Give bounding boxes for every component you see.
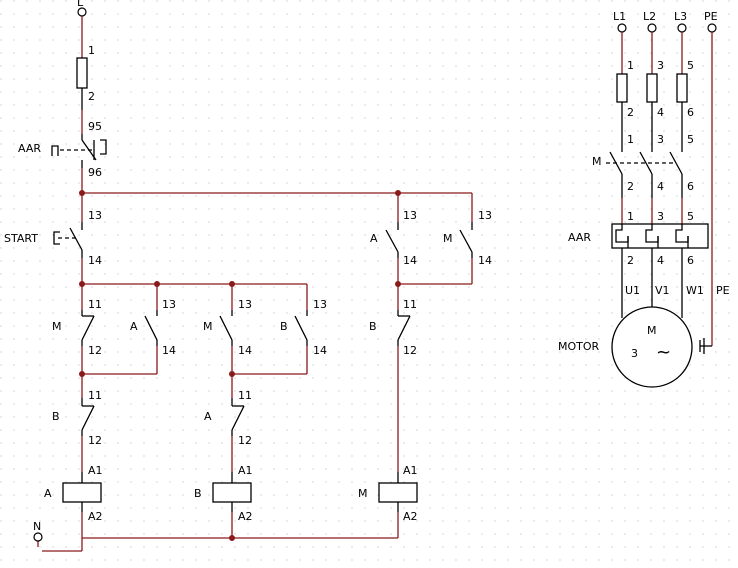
motor-terminal-u1: U1 [625, 284, 640, 297]
coil-a-pin-a1: A1 [88, 464, 103, 477]
branch2-m-pin-14: 14 [238, 344, 252, 357]
terminal-pe [707, 23, 717, 33]
branch1-b-pin-12: 12 [88, 434, 102, 447]
fuse-top-pin-1: 1 [627, 59, 634, 72]
branch2-b-label: B [280, 320, 288, 333]
power-fuse-3 [676, 73, 688, 103]
branch1-m-pin-11: 11 [88, 298, 102, 311]
coil-m-label: M [358, 487, 368, 500]
fuse-top-pin-3: 3 [657, 59, 664, 72]
branch2-b-pin-14: 14 [313, 344, 327, 357]
branch1-b-label: B [52, 410, 60, 423]
power-circuit: L1 L2 L3 PE 1 3 5 2 4 6 1 3 5 M [558, 10, 730, 388]
coil-b-pin-a1: A1 [238, 464, 253, 477]
relay-top-pin-1: 1 [627, 210, 634, 223]
fuse-pin-2: 2 [88, 90, 95, 103]
branch1-m-pin-12: 12 [88, 344, 102, 357]
relay-bottom-pin-6: 6 [687, 254, 694, 267]
a-contact-pin-14: 14 [403, 254, 417, 267]
coil-m-pin-a1: A1 [403, 464, 418, 477]
motor-label: MOTOR [558, 340, 600, 353]
motor-terminal-v1: V1 [655, 284, 670, 297]
branch2-m-label: M [203, 320, 213, 333]
overload-pin-95: 95 [88, 120, 102, 133]
motor-ac-symbol: ~ [656, 342, 671, 363]
pe-ground-label: PE [716, 284, 730, 297]
coil-a-pin-a2: A2 [88, 510, 103, 523]
terminal-l [77, 7, 87, 17]
power-fuse-2 [646, 73, 658, 103]
phase-pe-label: PE [704, 10, 718, 23]
relay-label: AAR [568, 231, 591, 244]
relay-bottom-pin-4: 4 [657, 254, 664, 267]
contactor-bottom-pin-4: 4 [657, 180, 664, 193]
branch3-b-pin-12: 12 [403, 344, 417, 357]
fuse-bottom-pin-4: 4 [657, 106, 664, 119]
start-pin-14: 14 [88, 254, 102, 267]
overload-relay [611, 223, 709, 249]
branch1-a-label: A [130, 320, 138, 333]
phase-l3-label: L3 [674, 10, 687, 23]
contactor-bottom-pin-2: 2 [627, 180, 634, 193]
control-fuse [76, 57, 88, 89]
coil-b-label: B [194, 487, 202, 500]
terminal-n [33, 532, 43, 542]
branch1-m-label: M [52, 320, 62, 333]
coil-m-pin-a2: A2 [403, 510, 418, 523]
motor [611, 306, 693, 388]
contactor-top-pin-3: 3 [657, 133, 664, 146]
branch2-m-pin-13: 13 [238, 298, 252, 311]
coil-b-pin-a2: A2 [238, 510, 253, 523]
terminal-l3 [677, 23, 687, 33]
coil-a-label: A [44, 487, 52, 500]
branch1-b-pin-11: 11 [88, 389, 102, 402]
phase-l1-label: L1 [613, 10, 626, 23]
supply-l-label: L [77, 0, 84, 9]
motor-terminal-w1: W1 [686, 284, 704, 297]
overload-label: AAR [18, 142, 41, 155]
branch2-b-pin-13: 13 [313, 298, 327, 311]
contactor-top-pin-1: 1 [627, 133, 634, 146]
relay-top-pin-3: 3 [657, 210, 664, 223]
coil-a [62, 482, 102, 503]
supply-n-label: N [33, 520, 41, 533]
branch1-a-pin-14: 14 [162, 344, 176, 357]
overload-pin-96: 96 [88, 166, 102, 179]
control-circuit: L 1 2 95 AAR 96 13 START 14 [4, 0, 492, 552]
motor-symbol: M [647, 324, 657, 337]
terminal-l2 [647, 23, 657, 33]
m-contact-pin-14: 14 [478, 254, 492, 267]
branch2-a-label: A [204, 410, 212, 423]
branch2-a-pin-12: 12 [238, 434, 252, 447]
relay-top-pin-5: 5 [687, 210, 694, 223]
power-fuse-1 [616, 73, 628, 103]
contactor-bottom-pin-6: 6 [687, 180, 694, 193]
fuse-bottom-pin-2: 2 [627, 106, 634, 119]
fuse-top-pin-5: 5 [687, 59, 694, 72]
branch1-a-pin-13: 13 [162, 298, 176, 311]
fuse-pin-1: 1 [88, 44, 95, 57]
start-pin-13: 13 [88, 209, 102, 222]
contactor-label: M [592, 155, 602, 168]
relay-bottom-pin-2: 2 [627, 254, 634, 267]
phase-l2-label: L2 [643, 10, 656, 23]
start-label: START [4, 232, 38, 245]
fuse-bottom-pin-6: 6 [687, 106, 694, 119]
branch3-b-pin-11: 11 [403, 298, 417, 311]
branch3-b-label: B [369, 320, 377, 333]
contactor-top-pin-5: 5 [687, 133, 694, 146]
coil-m [378, 482, 418, 503]
branch2-a-pin-11: 11 [238, 389, 252, 402]
coil-b [212, 482, 252, 503]
m-contact-label-top: M [443, 232, 453, 245]
a-contact-pin-13: 13 [403, 209, 417, 222]
terminal-l1 [617, 23, 627, 33]
motor-phases: 3 [631, 347, 638, 360]
a-contact-label-top: A [370, 232, 378, 245]
m-contact-pin-13: 13 [478, 209, 492, 222]
